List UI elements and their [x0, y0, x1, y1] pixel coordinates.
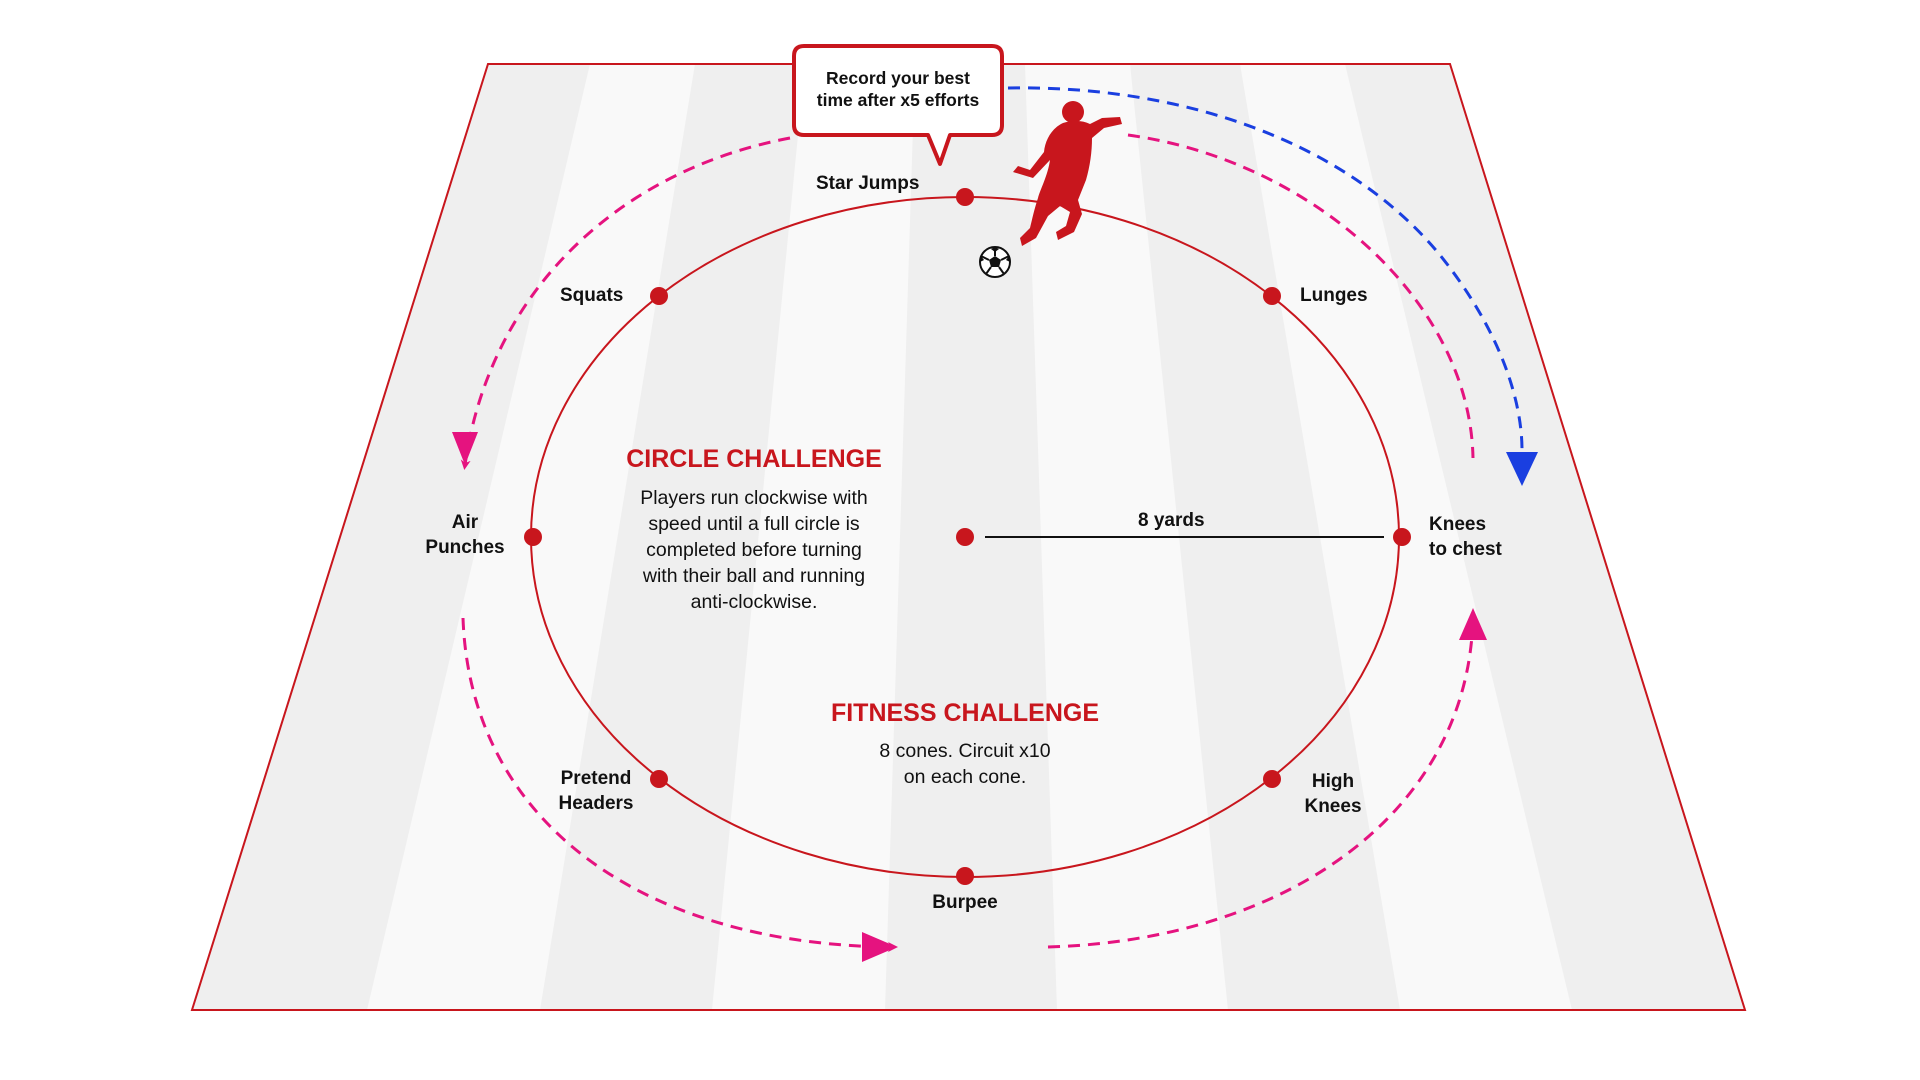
cone-right [1393, 528, 1411, 546]
arrow-bottom-right [1047, 610, 1478, 949]
arrow-top-right [1127, 133, 1475, 459]
circle-challenge-text: Players run clockwise with speed until a… [640, 487, 868, 613]
cone-label-squats: Squats [560, 285, 624, 306]
arrow-top-left [460, 136, 791, 470]
cone-top [956, 188, 974, 206]
cone-bottom [956, 867, 974, 885]
speech-bubble [792, 44, 1004, 166]
blue-arrow [1007, 86, 1538, 486]
cone-label-pretend-headers: Pretend Headers [558, 768, 634, 814]
fitness-challenge-title: FITNESS CHALLENGE [830, 699, 1100, 727]
bubble-text: Record your best time after x5 efforts [816, 68, 980, 110]
cone-label-high-knees: High Knees [1304, 771, 1362, 817]
cone-label-air-punches: Air Punches [425, 512, 505, 558]
arrow-bottom-left [461, 617, 898, 952]
cone-left [524, 528, 542, 546]
cone-label-burpee: Burpee [932, 892, 998, 913]
cone-bottom-left [650, 770, 668, 788]
cone-center [956, 528, 974, 546]
cone-label-lunges: Lunges [1300, 285, 1368, 306]
fitness-challenge-text: 8 cones. Circuit x10 on each cone. [879, 740, 1051, 788]
cones [524, 188, 1411, 885]
pink-arrowhead-bottom [862, 932, 897, 962]
radius-label: 8 yards [1138, 510, 1205, 531]
football-icon [979, 246, 1011, 278]
pink-arrowhead-right [1459, 608, 1487, 640]
cone-top-right [1263, 287, 1281, 305]
blue-arrowhead [1506, 452, 1538, 486]
cone-label-star-jumps: Star Jumps [816, 173, 920, 194]
cone-bottom-right [1263, 770, 1281, 788]
pink-flow-arrows [460, 133, 1478, 952]
circle-challenge-title: CIRCLE CHALLENGE [626, 445, 882, 473]
cone-top-left [650, 287, 668, 305]
pink-arrowhead-left [452, 432, 478, 465]
cone-label-knees-to-chest: Knees to chest [1429, 514, 1502, 560]
player-silhouette-icon [1013, 101, 1122, 246]
